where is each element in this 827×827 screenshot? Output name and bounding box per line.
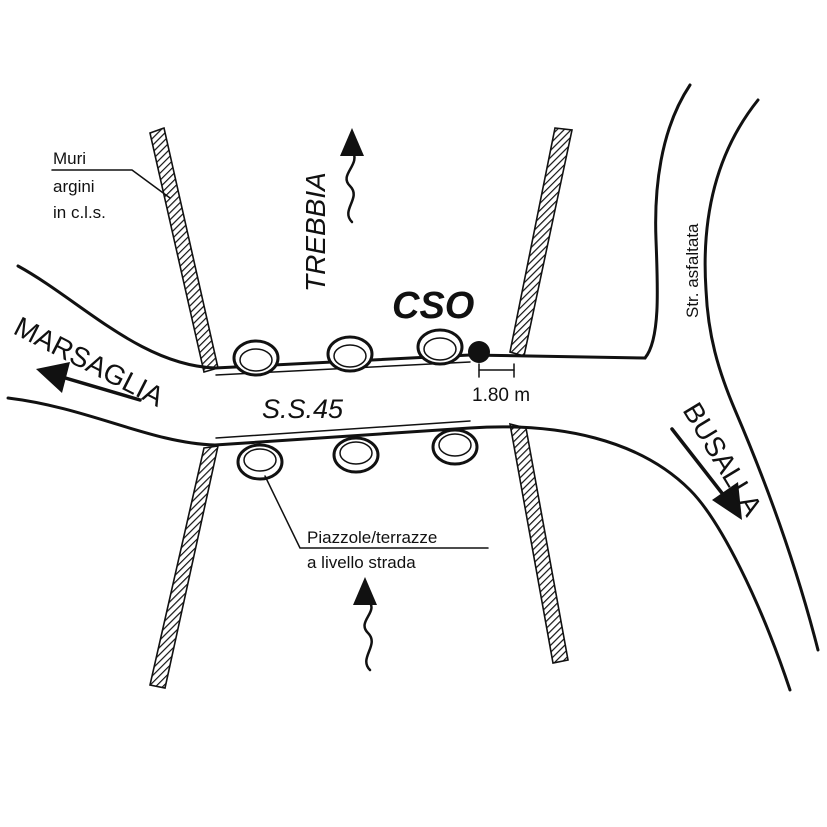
- walls-label-line3: in c.l.s.: [53, 203, 106, 222]
- walls-label-line1: Muri: [53, 149, 86, 168]
- left-embankment-wall: [149, 126, 220, 689]
- platforms-label-line1: Piazzole/terrazze: [307, 528, 437, 547]
- platform-north-2: [326, 335, 374, 373]
- river-flow-arrow-bottom: [353, 577, 377, 672]
- distance-label: 1.80 m: [472, 385, 530, 406]
- busalla-direction-arrow: [670, 427, 742, 520]
- platforms-label-line2: a livello strada: [307, 553, 416, 572]
- river-flow-arrow-top: [340, 128, 364, 224]
- platform-north-1: [232, 339, 280, 377]
- platform-south-3: [431, 428, 479, 466]
- distance-marker: [478, 363, 515, 378]
- river-label: TREBBIA: [300, 172, 331, 292]
- side-asphalt-road: [643, 83, 820, 652]
- platforms-leader-line: [264, 475, 489, 549]
- platforms-south: [236, 428, 479, 481]
- platform-north-3: [416, 328, 464, 366]
- side-road-label: Str. asfaltata: [683, 223, 702, 318]
- marsaglia-direction-arrow: [36, 362, 142, 402]
- walls-leader-line: [51, 169, 171, 199]
- cso-station-marker: [468, 341, 490, 363]
- walls-label-line2: argini: [53, 177, 95, 196]
- marsaglia-label: MARSAGLIA: [9, 311, 169, 413]
- platform-south-2: [332, 436, 380, 474]
- main-road-ss45: [6, 264, 792, 692]
- ss45-road-label: S.S.45: [262, 394, 344, 424]
- platforms-north: [232, 328, 464, 377]
- station-label: CSO: [392, 285, 474, 327]
- platform-south-1: [236, 443, 284, 481]
